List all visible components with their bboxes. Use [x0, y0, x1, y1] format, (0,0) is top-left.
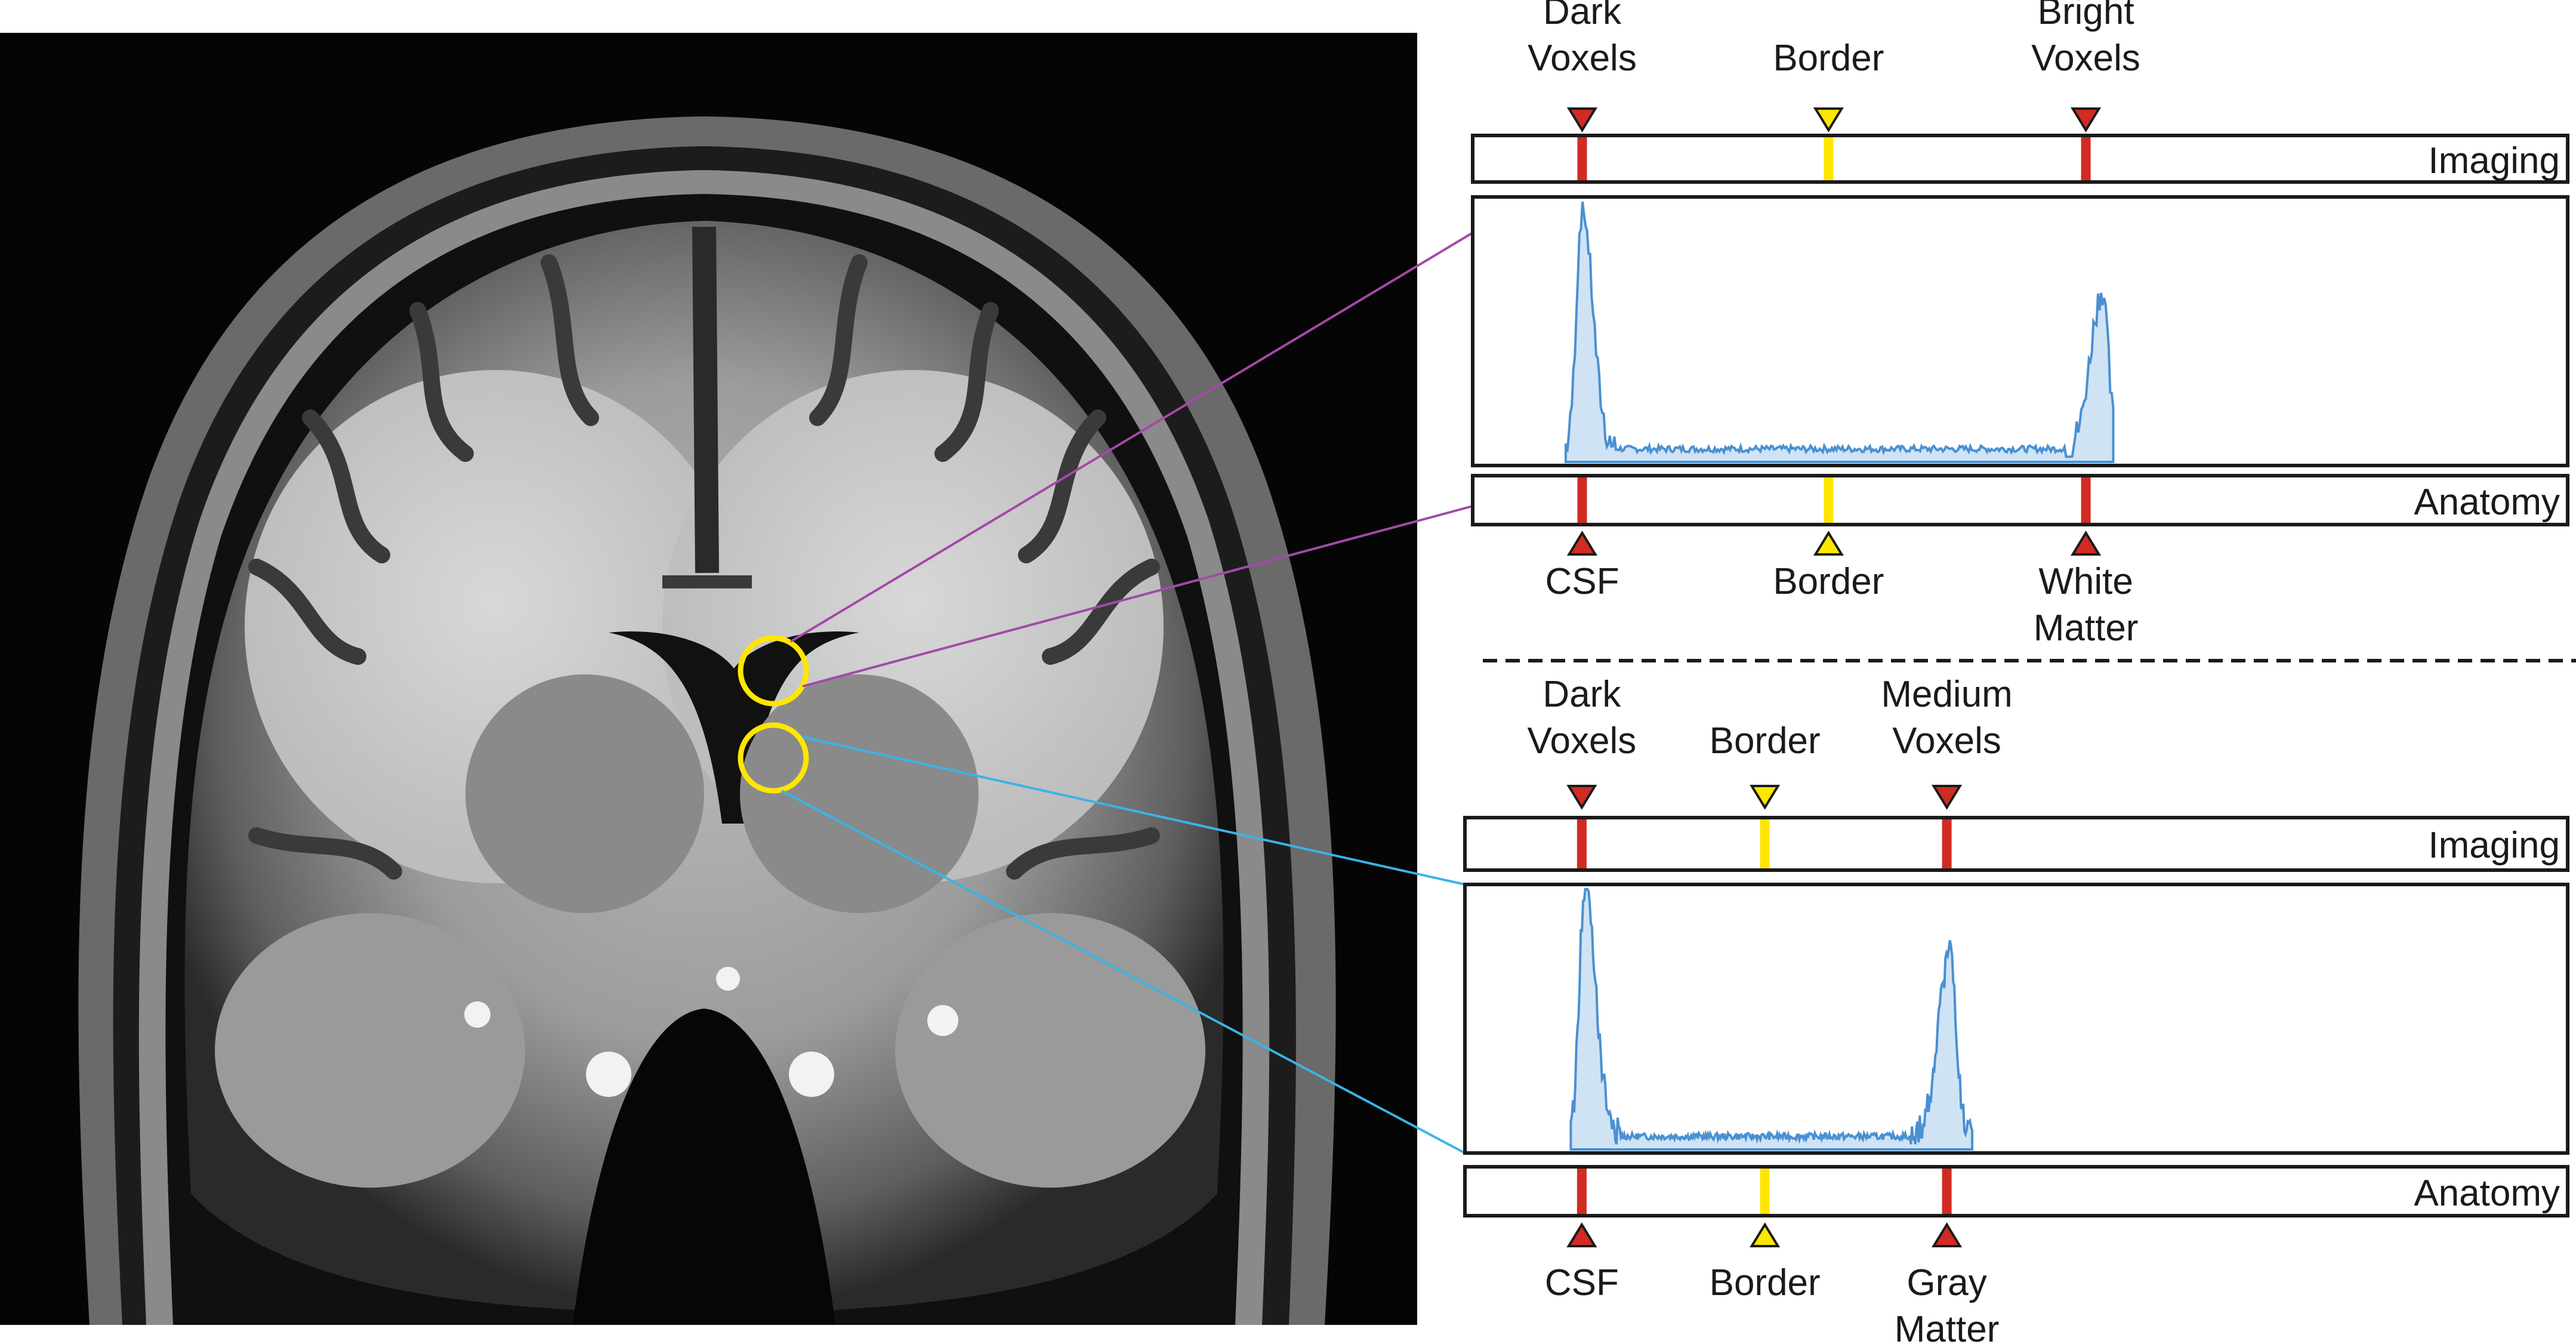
up-triangle-icon — [2071, 531, 2102, 556]
down-triangle-icon — [2071, 107, 2102, 132]
histogram-frame — [1471, 195, 2569, 467]
anatomy-bar — [1471, 474, 2569, 526]
histogram-frame — [1463, 883, 2569, 1155]
anatomy-marker-label: Border — [1710, 1262, 1821, 1303]
imaging-marker-label: Bright — [2038, 0, 2134, 32]
anatomy-marker-bar — [2081, 477, 2091, 523]
roi-circle-bottom — [738, 722, 809, 794]
imaging-marker-label: Voxels — [1528, 38, 1637, 79]
anatomy-marker-label: CSF — [1545, 1262, 1619, 1303]
up-triangle-icon — [1813, 531, 1844, 556]
down-triangle-icon — [1813, 107, 1844, 132]
up-triangle-icon — [1566, 531, 1598, 556]
roi-circle-top — [738, 635, 809, 707]
up-triangle-icon — [1932, 1222, 1963, 1247]
down-triangle-icon — [1932, 785, 1963, 810]
imaging-marker-label: Voxels — [2031, 38, 2140, 79]
mri-scan-image — [0, 33, 1417, 1325]
histogram-area — [1569, 888, 1974, 1151]
anatomy-marker-label: White — [2038, 561, 2133, 602]
imaging-marker-bar — [1577, 819, 1587, 868]
down-triangle-icon — [1750, 785, 1781, 810]
histogram-area — [1564, 201, 2115, 463]
imaging-bar — [1463, 816, 2569, 872]
imaging-marker-bar — [1942, 819, 1952, 868]
anatomy-marker-bar — [1577, 477, 1587, 523]
imaging-marker-label: Voxels — [1892, 720, 2001, 762]
imaging-marker-label: Voxels — [1528, 720, 1637, 762]
imaging-marker-bar — [1577, 137, 1587, 180]
connector-lines-bottom — [781, 736, 1466, 1154]
anatomy-marker-label: Matter — [2034, 608, 2139, 649]
up-triangle-icon — [1750, 1222, 1781, 1247]
imaging-bar-label: Imaging — [2428, 140, 2560, 181]
imaging-marker-label: Dark — [1542, 674, 1621, 715]
imaging-marker-label: Border — [1773, 38, 1884, 79]
connector-lines-top — [789, 232, 1474, 688]
imaging-marker-label: Dark — [1543, 0, 1622, 32]
anatomy-marker-bar — [1760, 1169, 1770, 1214]
anatomy-marker-label: CSF — [1545, 561, 1619, 602]
anatomy-marker-label: Matter — [1895, 1309, 2000, 1344]
anatomy-marker-label: Border — [1773, 561, 1884, 602]
up-triangle-icon — [1566, 1222, 1597, 1247]
imaging-marker-bar — [2081, 137, 2091, 180]
anatomy-marker-bar — [1824, 477, 1834, 523]
anatomy-marker-label: Gray — [1906, 1262, 1986, 1303]
imaging-marker-bar — [1760, 819, 1770, 868]
anatomy-bar — [1463, 1165, 2569, 1217]
down-triangle-icon — [1566, 785, 1597, 810]
anatomy-bar-label: Anatomy — [2414, 482, 2560, 523]
down-triangle-icon — [1566, 107, 1598, 132]
imaging-bar-label: Imaging — [2428, 825, 2560, 866]
anatomy-bar-label: Anatomy — [2414, 1173, 2560, 1214]
anatomy-marker-bar — [1577, 1169, 1587, 1214]
anatomy-marker-bar — [1942, 1169, 1952, 1214]
imaging-marker-label: Medium — [1881, 674, 2013, 715]
imaging-marker-label: Border — [1710, 720, 1821, 762]
imaging-marker-bar — [1824, 137, 1834, 180]
imaging-bar — [1471, 134, 2569, 184]
